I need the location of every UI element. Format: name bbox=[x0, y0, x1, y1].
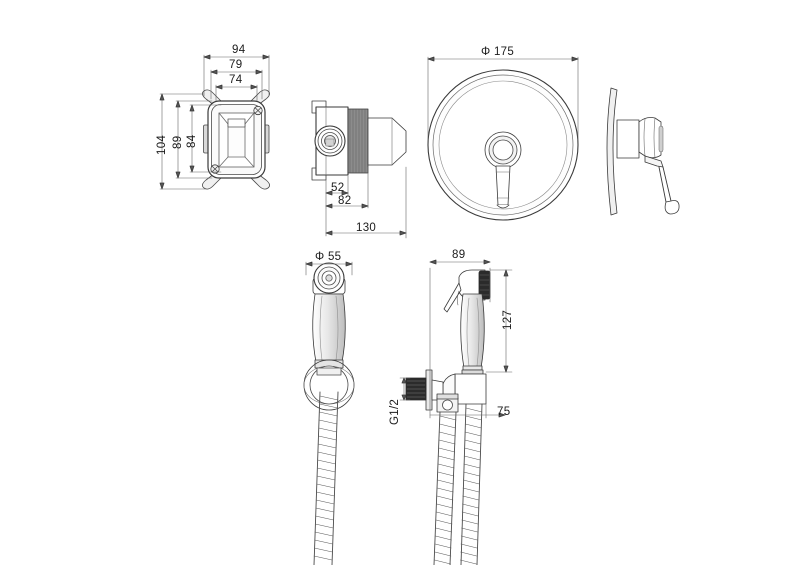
dim-label-82: 82 bbox=[338, 195, 352, 207]
view-escutcheon-front bbox=[427, 69, 579, 221]
dim-label-79: 79 bbox=[229, 59, 243, 71]
dim-label-diameter-55: Φ 55 bbox=[315, 251, 342, 263]
dim-label-130: 130 bbox=[356, 222, 377, 234]
view-rough-in-front bbox=[202, 89, 270, 190]
dim-label-52: 52 bbox=[331, 182, 345, 194]
dim-label-84: 84 bbox=[186, 134, 198, 148]
dim-label-74: 74 bbox=[229, 74, 243, 86]
dim-label-75: 75 bbox=[497, 406, 511, 418]
view-escutcheon-side bbox=[606, 87, 680, 216]
dim-label-89-horizontal: 89 bbox=[452, 249, 466, 261]
dim-label-diameter-175: Φ 175 bbox=[481, 46, 515, 58]
dim-label-94: 94 bbox=[232, 44, 246, 56]
view-sprayer-side bbox=[405, 269, 491, 565]
dim-label-g12: G1/2 bbox=[389, 398, 401, 425]
view-rough-in-side bbox=[311, 100, 407, 181]
dim-label-104: 104 bbox=[156, 134, 168, 155]
view-sprayer-front bbox=[303, 262, 355, 565]
dim-label-89-vertical: 89 bbox=[172, 135, 184, 149]
dim-label-127: 127 bbox=[502, 309, 514, 330]
